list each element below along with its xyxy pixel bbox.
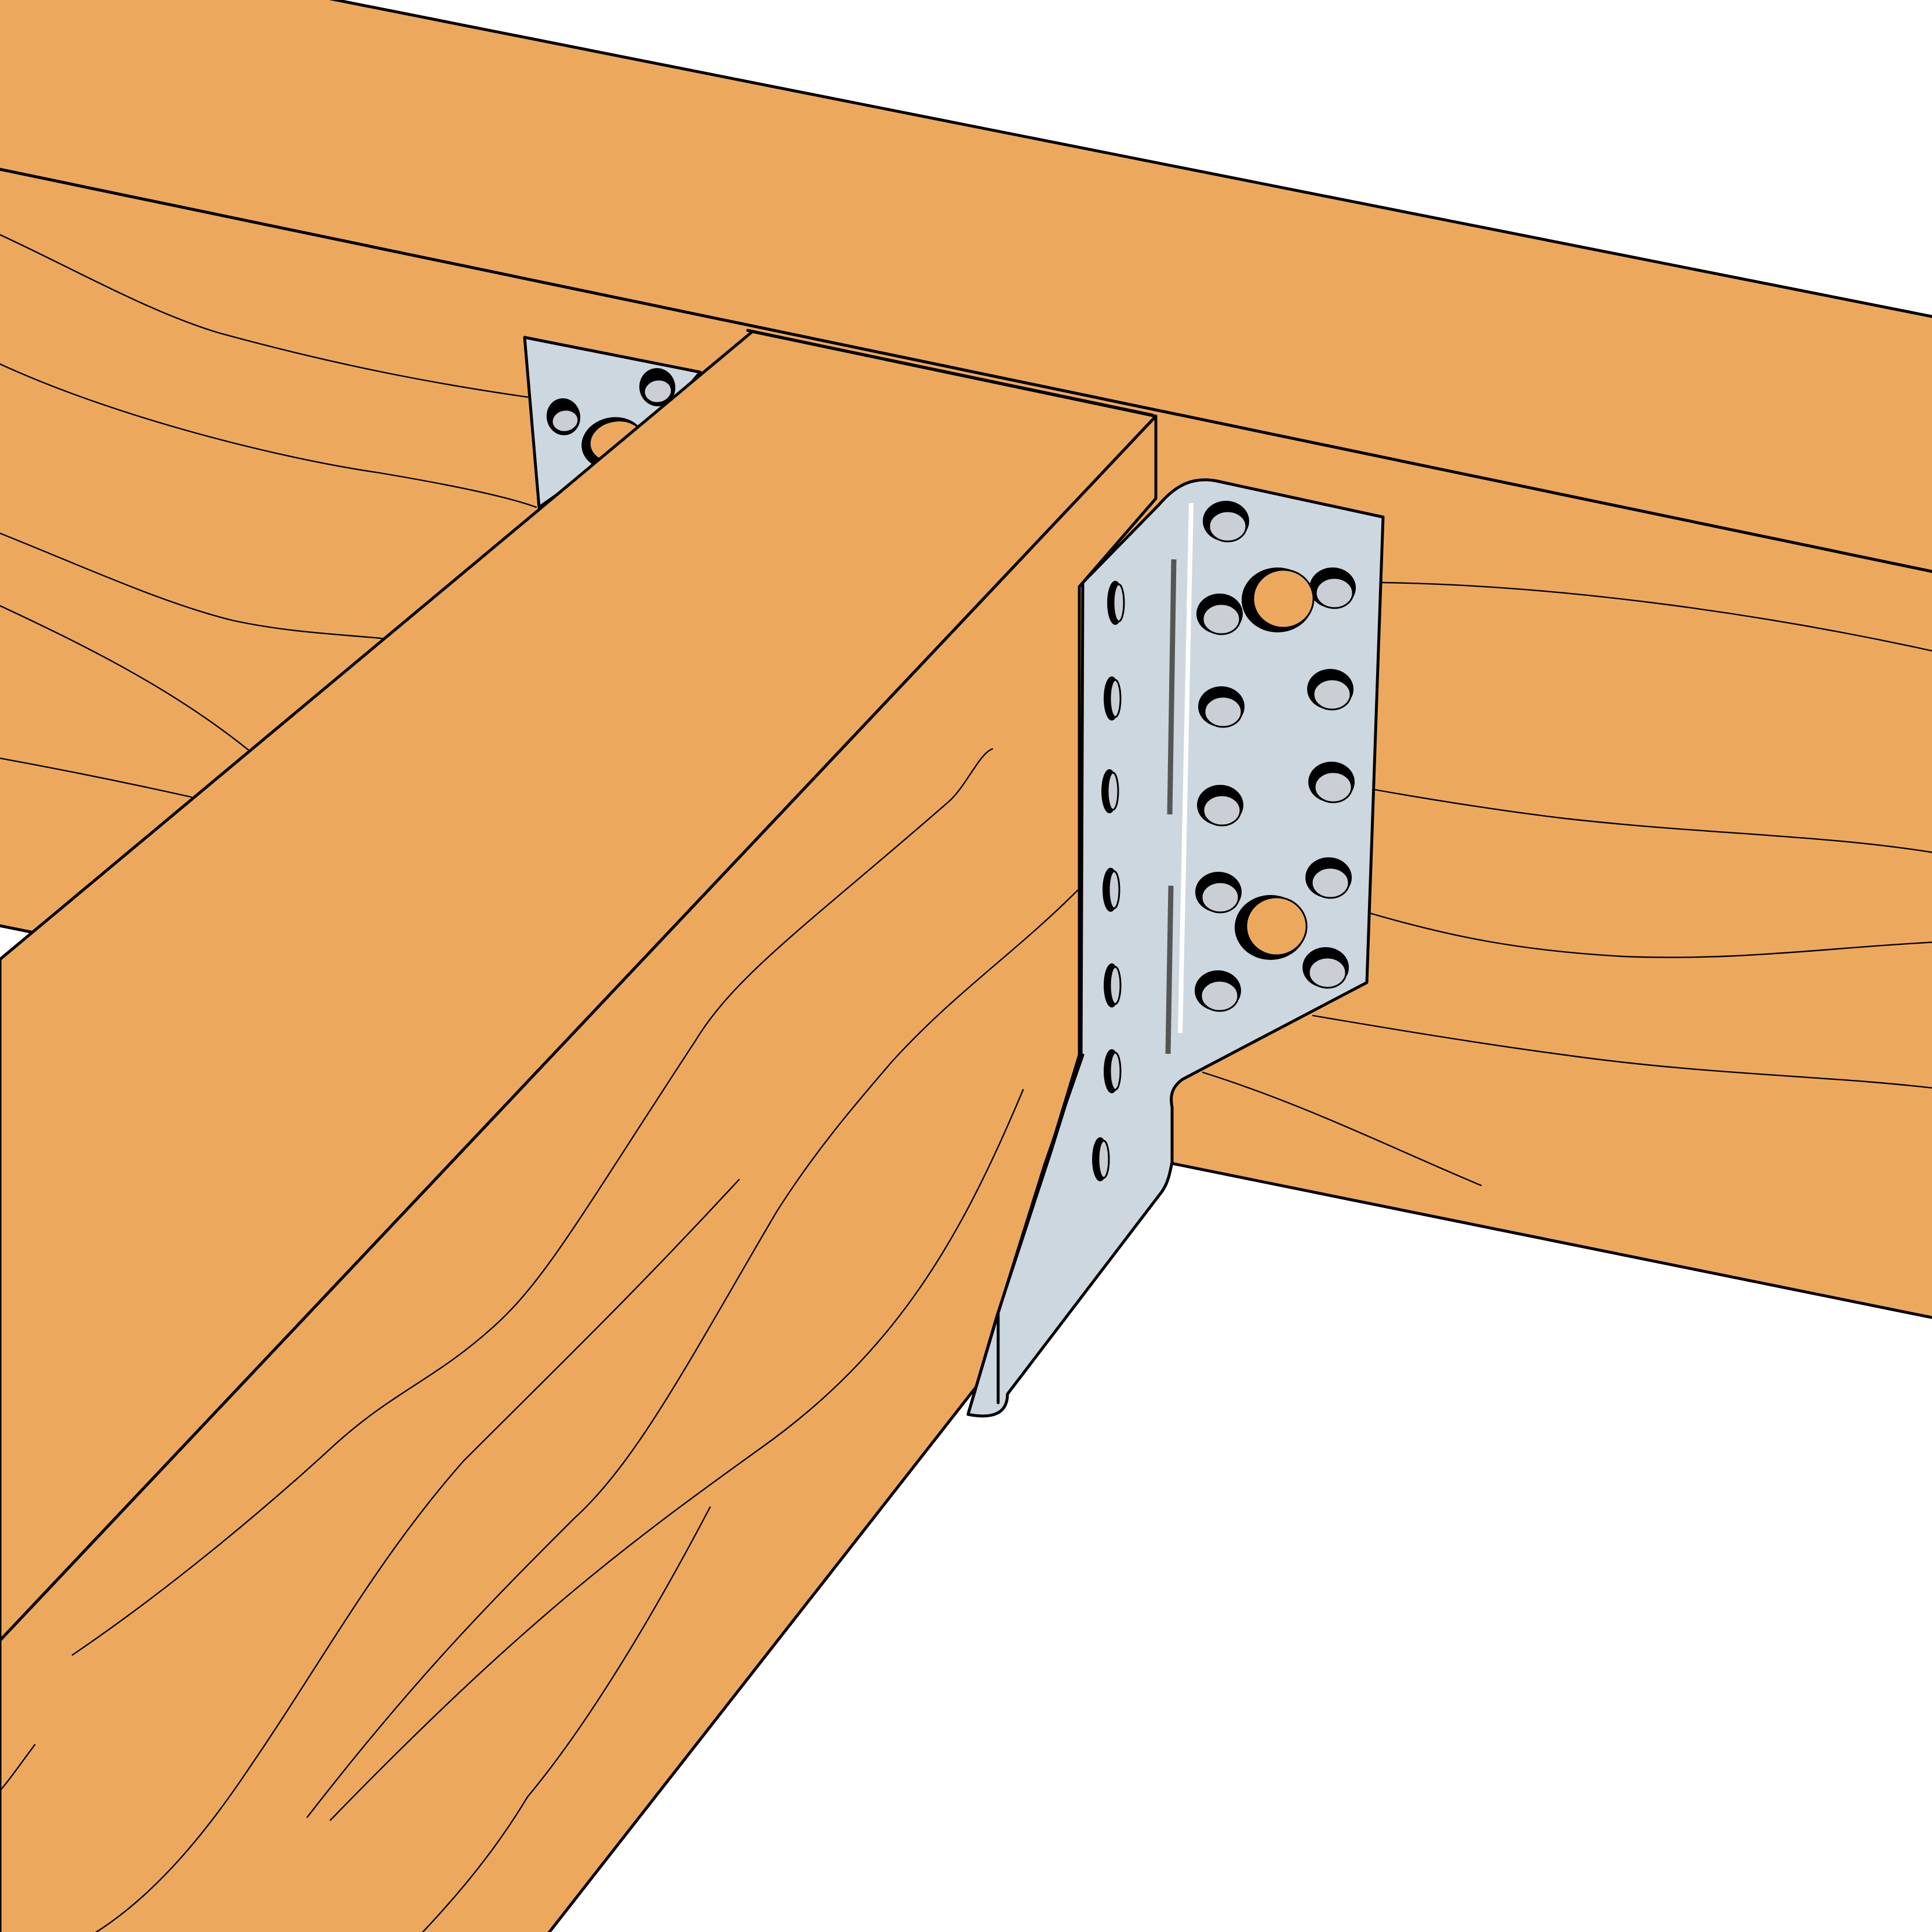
hanger-far-flange [523,336,702,509]
nail-hole [1312,678,1352,711]
nail-hole [1202,794,1242,827]
nail-slot [1107,772,1119,811]
joist-grain [0,748,1079,1932]
joist [0,329,1158,1932]
nail-hole [1200,980,1239,1012]
nail-hole [1202,603,1241,635]
joist-top-edge [746,329,1154,417]
hanger-fold [996,1053,1085,1405]
nail-hole [1308,956,1347,989]
hanger-plate [966,478,1385,1418]
nail-hole [1203,696,1243,728]
hanger-nail-holes [1092,501,1356,1181]
nail-slot [1112,583,1125,623]
nail-slot [1109,966,1122,1005]
nail-hole [1311,867,1350,899]
hanger-slot [1165,885,1174,1054]
hanger-highlight [1178,503,1194,1034]
nail-hole [1314,771,1353,803]
nail-slot [1109,1051,1122,1091]
nail-slot [1097,1140,1110,1179]
nail-hole [1315,577,1354,609]
hanger-slot [1167,559,1177,815]
bolt-hole [1245,896,1308,956]
nail-slot [1109,679,1122,718]
nail-hole [1200,881,1240,914]
nail-hole [1208,510,1247,543]
header-top-face [0,0,1932,573]
bolt-hole [1252,569,1315,629]
joist-hanger [966,478,1385,1418]
header-grain [0,234,1932,1187]
nail-slot [1108,870,1120,909]
